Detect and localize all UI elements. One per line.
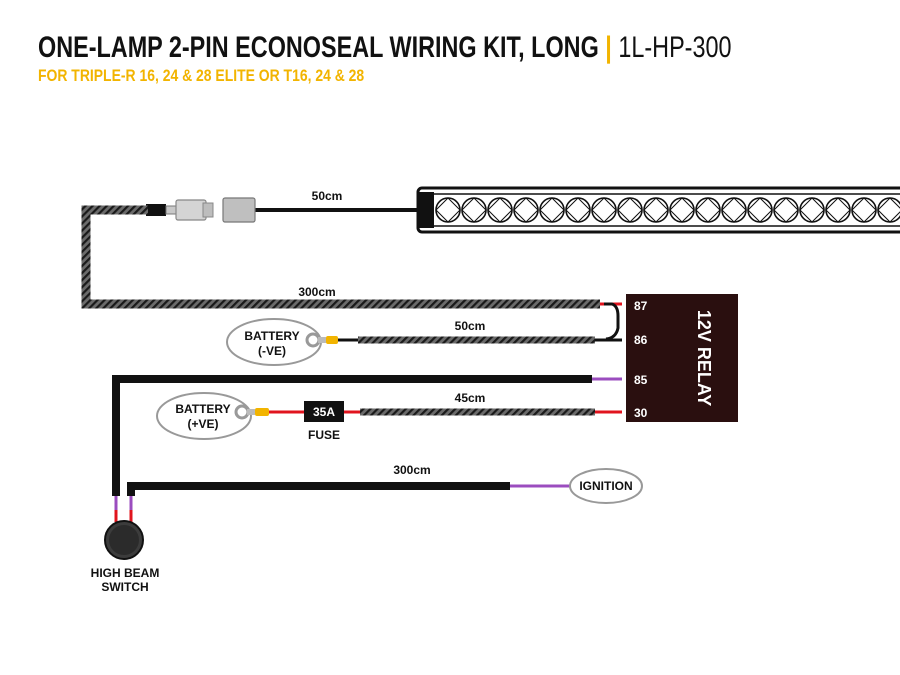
- lamp-facet: [591, 197, 617, 223]
- lamp-facet: [617, 197, 643, 223]
- lamp-facet: [435, 197, 461, 223]
- switch-feed-wire: [112, 375, 592, 496]
- lamp-reflector: [773, 197, 799, 223]
- battery-pos-bubble: [156, 392, 252, 440]
- title-main: ONE-LAMP 2-PIN ECONOSEAL WIRING KIT, LON…: [38, 31, 599, 64]
- relay-icon: 87 86 85 30 12V RELAY: [626, 294, 738, 422]
- ignition-wire-length: 300cm: [393, 463, 430, 477]
- ring-terminal-icon: [234, 404, 269, 420]
- battery-neg-length: 50cm: [455, 319, 486, 333]
- battery-pos-label-1: BATTERY: [175, 402, 230, 416]
- lamp-facet: [669, 197, 695, 223]
- page-title: ONE-LAMP 2-PIN ECONOSEAL WIRING KIT, LON…: [38, 30, 732, 66]
- lamp-reflector: [565, 197, 591, 223]
- lamp-facet: [643, 197, 669, 223]
- lamp-facet: [513, 197, 539, 223]
- relay-pin-87: 87: [634, 299, 648, 313]
- lamp-reflector: [591, 197, 617, 223]
- lamp-lead-length: 50cm: [312, 189, 343, 203]
- lamp-facet: [565, 197, 591, 223]
- product-code: 1L-HP-300: [618, 31, 732, 64]
- lamp-facet: [539, 197, 565, 223]
- lamp-reflector: [461, 197, 487, 223]
- lamp-facet: [695, 197, 721, 223]
- lamp-facet: [721, 197, 747, 223]
- ring-terminal-icon: [305, 332, 338, 348]
- relay-jumper-wire: [604, 302, 620, 341]
- lamp-facet: [773, 197, 799, 223]
- lamp-reflector: [851, 197, 877, 223]
- lamp-facet: [747, 197, 773, 223]
- page-subtitle: FOR TRIPLE-R 16, 24 & 28 ELITE OR T16, 2…: [38, 66, 365, 85]
- lamp-reflector: [825, 197, 851, 223]
- battery-neg-label-2: (-VE): [258, 344, 286, 358]
- fuse-rating: 35A: [313, 405, 335, 419]
- round-switch-icon: [104, 510, 144, 560]
- lamp-reflector: [643, 197, 669, 223]
- main-harness-wire: [81, 205, 600, 309]
- econoseal-connector-icon: [146, 197, 256, 223]
- lamp-facet: [799, 197, 825, 223]
- lamp-facet: [461, 197, 487, 223]
- lamp-facet: [487, 197, 513, 223]
- switch-label-2: SWITCH: [101, 580, 148, 594]
- title-separator: |: [605, 31, 612, 64]
- switch-label-1: HIGH BEAM: [91, 566, 160, 580]
- relay-pin-86: 86: [634, 333, 648, 347]
- relay-label: 12V RELAY: [694, 310, 714, 406]
- main-harness-length: 300cm: [298, 285, 335, 299]
- header: ONE-LAMP 2-PIN ECONOSEAL WIRING KIT, LON…: [38, 30, 900, 86]
- lamp-reflector: [617, 197, 643, 223]
- relay-pin-85: 85: [634, 373, 648, 387]
- lamp-reflector: [721, 197, 747, 223]
- lamp-facet: [825, 197, 851, 223]
- lamp-reflector: [695, 197, 721, 223]
- lamp-facet: [877, 197, 900, 223]
- lamp-reflector: [487, 197, 513, 223]
- lamp-reflector: [747, 197, 773, 223]
- battery-pos-length: 45cm: [455, 391, 486, 405]
- lamp-reflector: [669, 197, 695, 223]
- light-bar-icon: [416, 186, 900, 234]
- lamp-facet: [851, 197, 877, 223]
- battery-pos-label-2: (+VE): [187, 417, 218, 431]
- fuse-icon: 35A: [304, 401, 344, 422]
- ignition-label: IGNITION: [579, 479, 632, 493]
- lamp-reflector: [877, 197, 900, 223]
- lamp-reflector: [799, 197, 825, 223]
- battery-neg-label-1: BATTERY: [244, 329, 299, 343]
- relay-pin-30: 30: [634, 406, 648, 420]
- ignition-wire: [127, 482, 510, 496]
- ignition-bubble: [569, 468, 643, 504]
- lamp-reflector: [435, 197, 461, 223]
- fuse-label: FUSE: [308, 428, 340, 442]
- light-bar-lamps: [435, 197, 900, 223]
- lamp-reflector: [513, 197, 539, 223]
- lamp-reflector: [539, 197, 565, 223]
